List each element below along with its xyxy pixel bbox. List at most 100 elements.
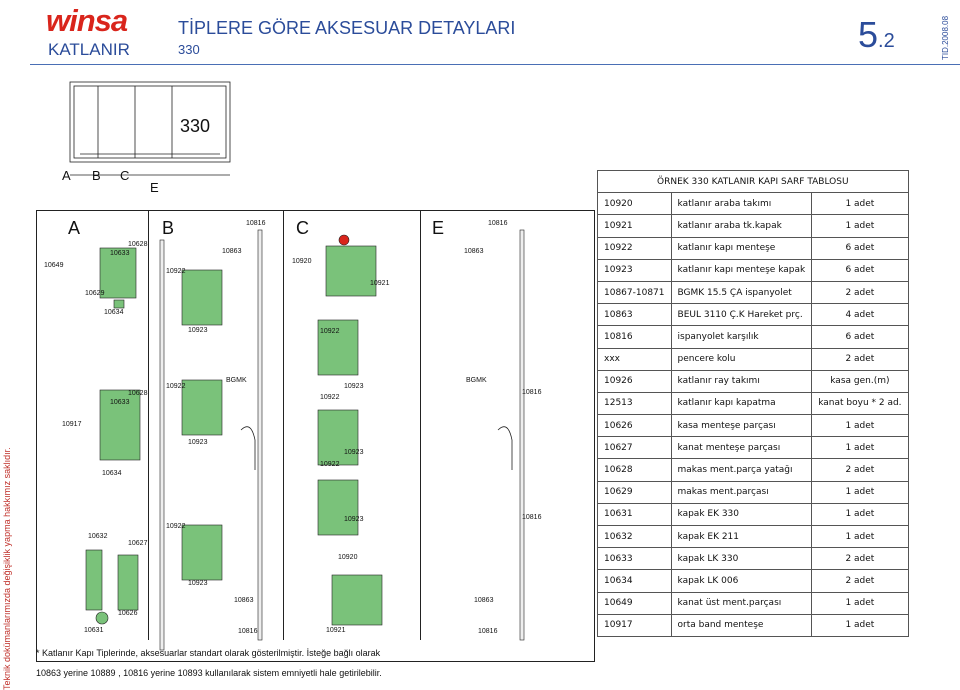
- doc-code: TID.2008.08: [941, 12, 955, 62]
- table-cell-code: 10922: [597, 236, 672, 260]
- handle-b: [240, 426, 256, 470]
- table-cell-qty: 2 adet: [811, 458, 909, 482]
- footnote-line-1: * Katlanır Kapı Tiplerinde, aksesuarlar …: [36, 648, 381, 658]
- drawing-divider-3: [420, 210, 421, 640]
- hardware-sketch: [85, 229, 525, 651]
- label-10629: 10629: [85, 290, 105, 297]
- label-10816-b2: 10816: [238, 628, 258, 635]
- carriage-10920: [325, 245, 377, 297]
- table-cell-name: kapak LK 330: [670, 547, 813, 571]
- section-c: C: [296, 218, 309, 238]
- table-cell-qty: 6 adet: [811, 236, 909, 260]
- section-e: E: [432, 218, 445, 238]
- hinge-10922-b2: [181, 379, 223, 436]
- label-10923-c3: 10923: [344, 516, 364, 523]
- table-cell-name: kapak LK 006: [670, 569, 813, 593]
- label-10917: 10917: [62, 421, 82, 428]
- label-10863-e2: 10863: [474, 597, 494, 604]
- overview-label-b: B: [92, 168, 101, 183]
- overview-label-c: C: [120, 168, 130, 183]
- table-cell-name: makas ment.parça yatağı: [670, 458, 813, 482]
- table-cell-qty: 2 adet: [811, 280, 909, 305]
- page-number-main: 5: [858, 14, 879, 55]
- table-cell-name: katlanır ray takımı: [670, 369, 813, 393]
- table-cell-name: BEUL 3110 Ç.K Hareket prç.: [670, 303, 813, 327]
- logo-text: winsa: [46, 3, 128, 38]
- page-title: TİPLERE GÖRE AKSESUAR DETAYLARI: [178, 18, 516, 38]
- table-cell-code: 10632: [597, 524, 672, 549]
- label-10922-c3: 10922: [320, 461, 340, 468]
- table-title-row: ÖRNEK 330 KATLANIR KAPI SARF TABLOSU: [597, 169, 909, 194]
- espagnolette-rod-e: [519, 229, 525, 641]
- table-cell-code: 10920: [597, 192, 672, 216]
- header-divider: [30, 64, 960, 65]
- label-10816-e3: 10816: [522, 514, 542, 521]
- table-cell-name: kapak EK 211: [670, 524, 813, 549]
- label-10923-b3: 10923: [188, 580, 208, 587]
- footnote-line-2: 10863 yerine 10889 , 10816 yerine 10893 …: [36, 668, 382, 678]
- parts-table: ÖRNEK 330 KATLANIR KAPI SARF TABLOSU 109…: [597, 169, 909, 637]
- part-10628-top: [99, 247, 137, 299]
- label-10628-a: 10628: [128, 241, 148, 248]
- table-cell-name: katlanır kapı menteşe kapak: [670, 258, 813, 282]
- table-cell-code: 10923: [597, 258, 672, 282]
- label-bgmk-b: BGMK: [226, 377, 247, 384]
- label-10922-b1: 10922: [166, 268, 186, 275]
- label-10922-b2: 10922: [166, 383, 186, 390]
- table-cell-name: kanat menteşe parçası: [670, 436, 813, 460]
- table-cell-code: 10633: [597, 547, 672, 571]
- label-10631: 10631: [84, 627, 104, 634]
- label-bgmk-e: BGMK: [466, 377, 487, 384]
- label-10921-c: 10921: [370, 280, 390, 287]
- table-cell-qty: 1 adet: [811, 192, 909, 216]
- table-cell-code: 10867-10871: [597, 280, 672, 305]
- table-cell-name: katlanır araba takımı: [670, 192, 813, 216]
- table-cell-name: BGMK 15.5 ÇA ispanyolet: [670, 280, 813, 305]
- label-10920-c2: 10920: [338, 554, 358, 561]
- table-cell-code: 10631: [597, 502, 672, 527]
- table-cell-qty: 4 adet: [811, 303, 909, 327]
- winsa-logo: winsa: [46, 4, 138, 38]
- table-cell-name: pencere kolu: [670, 347, 813, 371]
- table-cell-code: 10926: [597, 369, 672, 393]
- table-cell-qty: 2 adet: [811, 569, 909, 593]
- label-10922-c2: 10922: [320, 394, 340, 401]
- table-cell-qty: 1 adet: [811, 436, 909, 460]
- part-10631: [95, 611, 109, 625]
- table-cell-code: 12513: [597, 391, 672, 416]
- label-10920-c: 10920: [292, 258, 312, 265]
- overview-sketch: [69, 81, 231, 176]
- table-cell-qty: 1 adet: [811, 591, 909, 615]
- table-cell-name: katlanır araba tk.kapak: [670, 214, 813, 238]
- part-10627: [117, 554, 139, 611]
- table-cell-name: ispanyolet karşılık: [670, 325, 813, 349]
- table-cell-qty: 1 adet: [811, 414, 909, 438]
- page-number-suffix: .2: [878, 30, 895, 52]
- table-cell-qty: 6 adet: [811, 258, 909, 282]
- table-cell-name: kapak EK 330: [670, 502, 813, 527]
- table-cell-name: orta band menteşe: [670, 613, 813, 637]
- hinge-10922-b1: [181, 269, 223, 326]
- label-10633-b: 10633: [110, 399, 130, 406]
- drawing-divider-2: [283, 210, 284, 640]
- table-cell-code: 10634: [597, 569, 672, 593]
- hinge-10922-c2: [317, 409, 359, 466]
- label-10634-b: 10634: [102, 470, 122, 477]
- hinge-10922-c1: [317, 319, 359, 376]
- table-cell-qty: 1 adet: [811, 214, 909, 238]
- table-cell-qty: 1 adet: [811, 613, 909, 637]
